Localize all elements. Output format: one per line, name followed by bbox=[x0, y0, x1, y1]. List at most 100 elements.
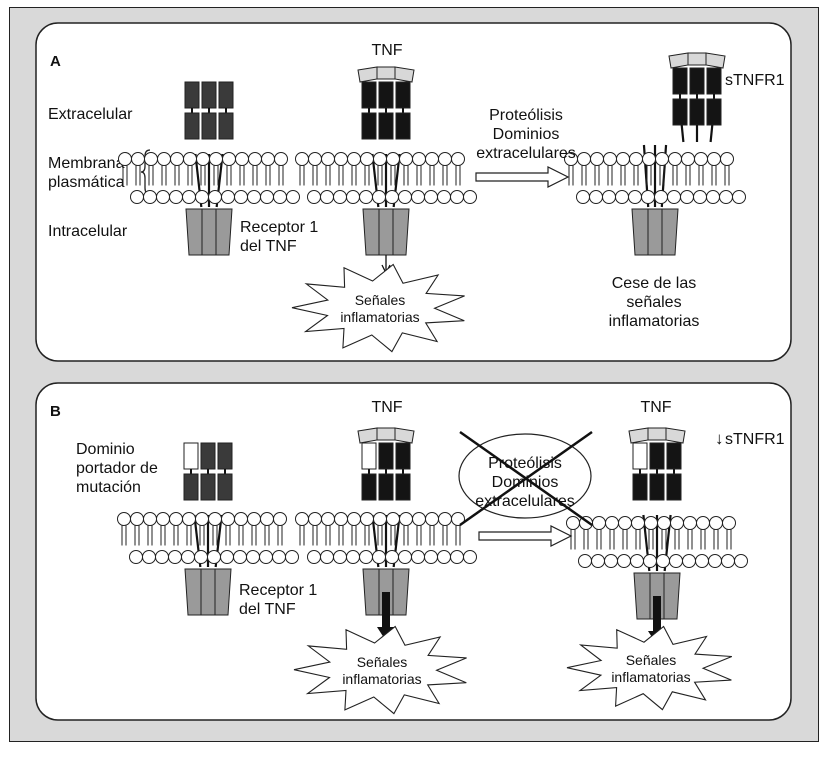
lipid-head bbox=[333, 550, 347, 564]
extracellular-domain bbox=[649, 442, 665, 470]
lipid-head bbox=[411, 190, 425, 204]
process-arrow-b bbox=[478, 525, 573, 547]
lipid-head bbox=[463, 190, 477, 204]
tnf-subunit bbox=[376, 66, 396, 80]
lipid-head bbox=[399, 152, 413, 166]
tnf-subunit bbox=[647, 427, 667, 441]
tnf-subunit bbox=[394, 427, 415, 444]
lipid-head bbox=[221, 512, 235, 526]
lipid-head bbox=[696, 516, 710, 530]
lipid-head bbox=[437, 190, 451, 204]
extracellular-domain bbox=[706, 98, 722, 126]
lipid-head bbox=[682, 554, 696, 568]
extracellular-domain bbox=[672, 98, 688, 126]
lipid-head bbox=[347, 512, 361, 526]
tnf-label-b2: TNF bbox=[640, 399, 671, 416]
lipid-head bbox=[360, 512, 374, 526]
lipid-head bbox=[438, 512, 452, 526]
lipid-head bbox=[170, 152, 184, 166]
lipid-head bbox=[566, 516, 580, 530]
lipid-head bbox=[708, 554, 722, 568]
process-label-b-line2: Dominios bbox=[492, 474, 559, 491]
extracellular-domain bbox=[395, 442, 411, 470]
lipid-head bbox=[372, 550, 386, 564]
extracellular-domain bbox=[649, 473, 665, 501]
extracellular-domain bbox=[184, 81, 200, 109]
signal-label-line1: Señales bbox=[355, 292, 406, 308]
extracellular-domain bbox=[200, 473, 216, 501]
lipid-head bbox=[424, 550, 438, 564]
lipid-head bbox=[709, 516, 723, 530]
lipid-head bbox=[451, 512, 465, 526]
extracellular-domain bbox=[666, 473, 682, 501]
cleaved-stalk bbox=[680, 124, 685, 143]
signal-arrow bbox=[653, 596, 661, 632]
lipid-head bbox=[182, 190, 196, 204]
lipid-head bbox=[628, 190, 642, 204]
extracellular-domain bbox=[395, 81, 411, 109]
lipid-head bbox=[207, 550, 221, 564]
lipid-head bbox=[669, 554, 683, 568]
lipid-head bbox=[168, 550, 182, 564]
lipid-bilayer bbox=[566, 516, 748, 568]
lipid-head bbox=[693, 190, 707, 204]
extracellular-domain bbox=[201, 112, 217, 140]
tnf-label-b1: TNF bbox=[371, 399, 402, 416]
lipid-head bbox=[616, 152, 630, 166]
lipid-bilayer bbox=[295, 512, 477, 564]
lipid-head bbox=[261, 152, 275, 166]
lipid-head bbox=[247, 190, 261, 204]
extracellular-domain bbox=[218, 81, 234, 109]
lipid-head bbox=[169, 190, 183, 204]
receptor-label-a-line2: del TNF bbox=[240, 238, 297, 255]
extracellular-domain bbox=[632, 473, 648, 501]
lipid-bilayer bbox=[118, 152, 300, 204]
tnf-label-a: TNF bbox=[371, 42, 402, 59]
process-label-a-line3: extracelulares bbox=[476, 145, 576, 162]
lipid-head bbox=[295, 512, 309, 526]
extracellular-domain bbox=[201, 81, 217, 109]
soluble-label-a: sTNFR1 bbox=[725, 72, 785, 89]
membrane-label-line1: Membrana bbox=[48, 155, 125, 172]
lipid-head bbox=[181, 550, 195, 564]
lipid-head bbox=[732, 190, 746, 204]
lipid-head bbox=[385, 190, 399, 204]
lipid-head bbox=[425, 152, 439, 166]
lipid-head bbox=[641, 190, 655, 204]
panel-a-label: A bbox=[50, 53, 61, 70]
lipid-head bbox=[247, 512, 261, 526]
intracellular-domain bbox=[185, 208, 233, 256]
extracellular-domain bbox=[183, 473, 199, 501]
lipid-head bbox=[644, 516, 658, 530]
process-label-a-line1: Proteólisis bbox=[489, 107, 563, 124]
lipid-head bbox=[117, 512, 131, 526]
lipid-head bbox=[183, 152, 197, 166]
intracellular-domain bbox=[631, 208, 679, 256]
mutant-domain bbox=[183, 442, 199, 470]
lipid-head bbox=[209, 152, 223, 166]
lipid-bilayer bbox=[295, 152, 477, 204]
intracellular-domain bbox=[362, 208, 410, 256]
lipid-head bbox=[295, 152, 309, 166]
lipid-head bbox=[602, 190, 616, 204]
lipid-head bbox=[195, 190, 209, 204]
tnf-subunit bbox=[687, 52, 707, 66]
starburst-shape bbox=[566, 625, 733, 711]
tnf-subunit bbox=[357, 427, 378, 444]
lipid-head bbox=[334, 152, 348, 166]
lipid-head bbox=[412, 152, 426, 166]
lipid-head bbox=[577, 152, 591, 166]
lipid-head bbox=[359, 190, 373, 204]
lipid-head bbox=[346, 550, 360, 564]
lipid-head bbox=[234, 512, 248, 526]
lipid-head bbox=[208, 512, 222, 526]
lipid-head bbox=[182, 512, 196, 526]
lipid-head bbox=[373, 152, 387, 166]
extracellular-domain bbox=[184, 112, 200, 140]
lipid-head bbox=[320, 550, 334, 564]
receptor-mutant-bound-uncleaved-b bbox=[566, 427, 748, 645]
tnf-subunit bbox=[628, 427, 649, 444]
lipid-head bbox=[321, 152, 335, 166]
